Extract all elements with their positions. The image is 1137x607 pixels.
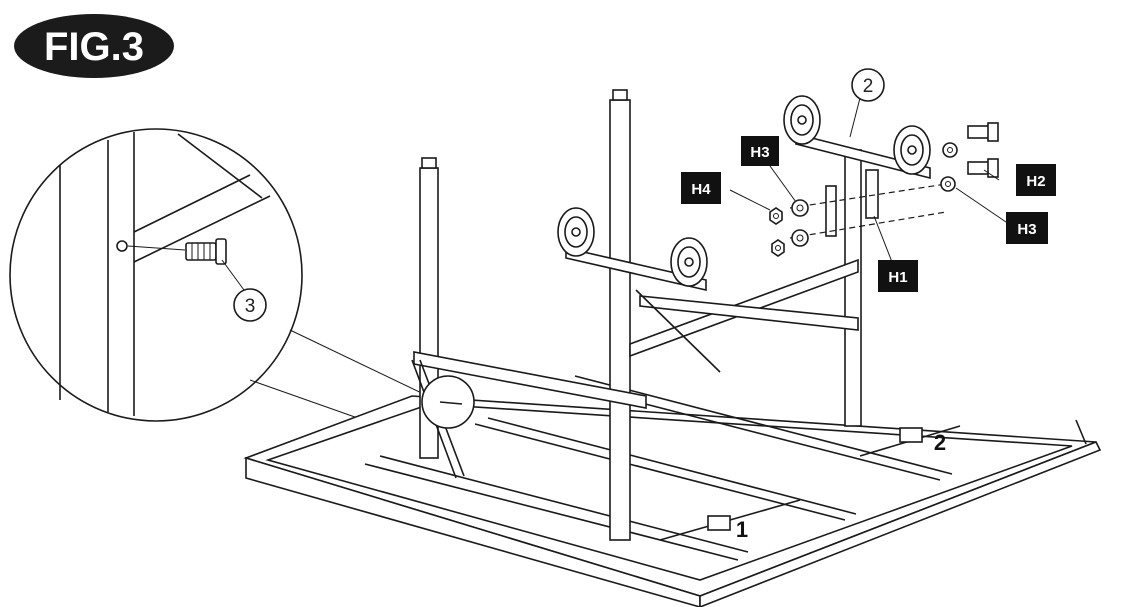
washer-icon <box>942 142 958 158</box>
tag-h1-label: H1 <box>888 269 907 286</box>
brace-side <box>639 295 859 331</box>
bolt-path-top <box>789 183 947 209</box>
detail-magnifier-icon: 3 <box>9 128 433 441</box>
callout-3-leader <box>221 259 245 291</box>
frame-right-edge <box>699 440 1102 607</box>
frame-front-edge <box>245 456 701 607</box>
strut-center <box>635 289 721 373</box>
h2-leader <box>983 169 1000 181</box>
bolt-icon <box>967 122 999 142</box>
title-badge-shape <box>14 14 174 78</box>
frame-inner <box>265 403 1073 581</box>
caster-wheel-icon <box>893 125 931 175</box>
position-label-2: 2 <box>934 430 946 455</box>
washer-icon <box>791 229 809 247</box>
figure-title-badge: FIG.3 <box>14 14 174 78</box>
table-frame <box>243 375 1102 607</box>
h1-leader <box>873 215 893 263</box>
detail-hole <box>116 240 128 252</box>
nut-icon <box>769 207 783 225</box>
tag-h3-top: H3 <box>741 136 779 166</box>
position-label-1: 1 <box>736 517 748 542</box>
tag-h2-label: H2 <box>1026 173 1045 190</box>
wheel-bar-rear: 2 <box>783 68 931 180</box>
tag-h2: H2 <box>1016 164 1056 196</box>
position-marker-2: 2 <box>899 427 946 455</box>
tag-leaders <box>729 165 1007 263</box>
bolt-head <box>215 238 227 265</box>
detail-circle <box>9 128 303 422</box>
washer-icon <box>940 176 956 192</box>
leg-left-cap <box>421 157 437 169</box>
rail-mid-b <box>487 417 857 515</box>
detail-brace-lower <box>133 195 271 263</box>
callout-circle-3 <box>233 288 267 322</box>
bolt-guide-line <box>127 245 186 251</box>
clip-1 <box>707 515 731 531</box>
frame-corner-right <box>1075 419 1087 445</box>
tag-h1: H1 <box>878 260 918 292</box>
detail-brace-upper <box>133 174 251 233</box>
tag-h3-right-label: H3 <box>1017 221 1036 238</box>
h4-leader <box>729 189 771 211</box>
caster-wheel-icon <box>783 95 821 145</box>
detail-brace-cross <box>177 133 263 199</box>
bolt-icon <box>967 158 999 178</box>
rail-back-b <box>574 375 953 475</box>
bracket-plate-right <box>865 169 879 219</box>
bracket-plate-left <box>825 185 837 237</box>
clip-2 <box>899 427 923 443</box>
caster-wheel-icon <box>670 237 708 287</box>
rail-front-b <box>379 455 749 553</box>
callout-2-leader <box>849 97 861 138</box>
hardware <box>769 122 999 257</box>
braces <box>411 258 859 479</box>
tag-h3-top-label: H3 <box>750 144 769 161</box>
position-marker-1: 1 <box>707 515 748 542</box>
washer-icon <box>791 199 809 217</box>
callout-circle-2 <box>851 68 885 102</box>
caster-wheel-icon <box>557 207 595 257</box>
h3-right-leader <box>955 187 1007 223</box>
callout-label-2: 2 <box>863 76 874 97</box>
tag-h3-right: H3 <box>1006 212 1048 244</box>
leg-center-cap <box>612 89 628 101</box>
bracket-plates <box>825 169 879 237</box>
rail-front-a <box>364 463 739 561</box>
detail-leader-top <box>289 329 433 399</box>
brace-front <box>413 351 647 409</box>
leg-center <box>609 99 631 541</box>
bolt-path-bottom <box>789 211 947 239</box>
wheel-bar-front <box>557 207 708 292</box>
leg-right <box>844 149 862 427</box>
nut-icon <box>771 239 785 257</box>
bolt-icon <box>127 238 227 265</box>
figure-title: FIG.3 <box>44 25 144 69</box>
wheel-bar-front-body <box>565 246 707 292</box>
callout-label-3: 3 <box>245 296 256 317</box>
tag-h4-label: H4 <box>691 181 711 198</box>
bolt-body <box>185 242 217 261</box>
tag-h4: H4 <box>681 172 721 204</box>
h3-top-leader <box>769 165 797 203</box>
